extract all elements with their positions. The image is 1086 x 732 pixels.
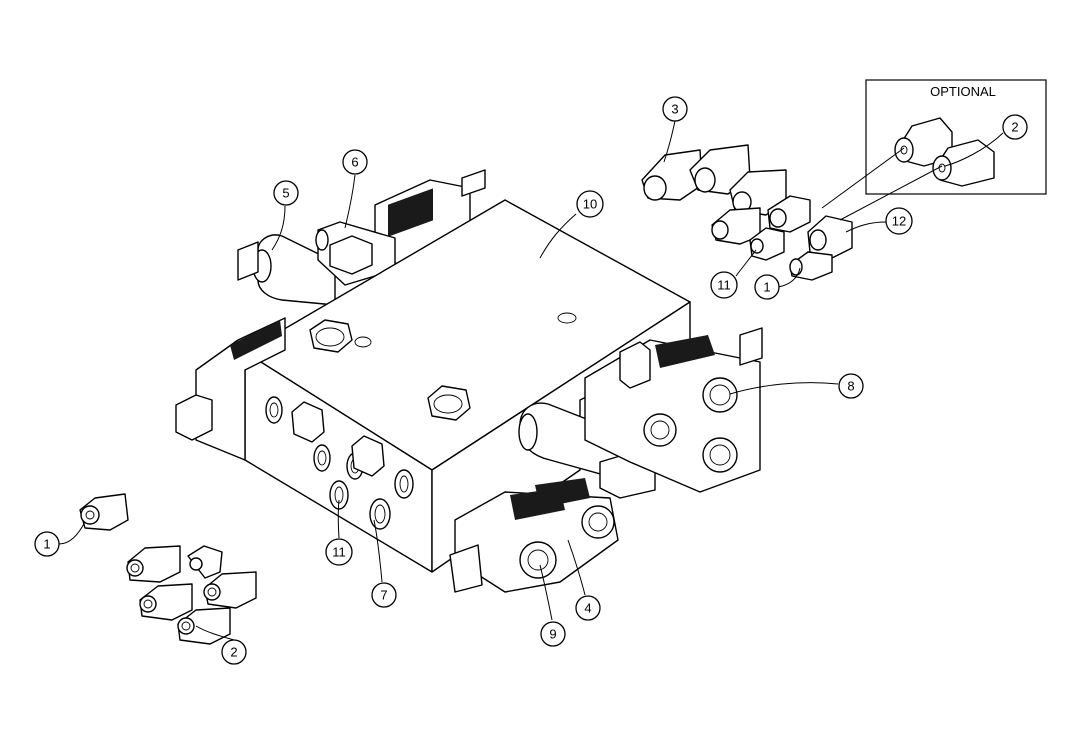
callout-11-upper: 11 xyxy=(710,271,738,299)
item-5-cartridge xyxy=(237,234,336,306)
callout-11-lower-label: 11 xyxy=(332,545,346,560)
fitting-item-1-upper xyxy=(789,251,833,281)
callout-3: 3 xyxy=(662,96,688,122)
fitting-item-1-lower xyxy=(79,493,129,531)
callout-8-label: 8 xyxy=(847,379,854,394)
callout-1-upper-label: 1 xyxy=(763,280,770,295)
optional-box: OPTIONAL xyxy=(865,79,1047,195)
callout-2-optional-label: 2 xyxy=(1011,120,1018,135)
callout-5: 5 xyxy=(273,180,299,206)
callout-9: 9 xyxy=(540,621,566,647)
callout-8: 8 xyxy=(838,373,864,399)
callout-3-label: 3 xyxy=(671,102,678,117)
callout-2-optional: 2 xyxy=(1002,114,1028,140)
callout-6-label: 6 xyxy=(351,155,358,170)
optional-label: OPTIONAL xyxy=(930,84,996,99)
callout-12: 12 xyxy=(885,207,913,235)
fitting-item-12 xyxy=(807,215,853,259)
callout-6: 6 xyxy=(342,149,368,175)
solenoid-left xyxy=(175,317,286,461)
callout-10-label: 10 xyxy=(583,197,597,212)
top-hex-plug-1 xyxy=(309,319,353,353)
callout-7: 7 xyxy=(371,582,397,608)
callout-1-lower-label: 1 xyxy=(43,537,50,552)
callout-4-label: 4 xyxy=(584,601,591,616)
callout-7-label: 7 xyxy=(380,588,387,603)
callout-5-label: 5 xyxy=(282,186,289,201)
top-hex-plug-2 xyxy=(427,385,471,421)
leader-lines xyxy=(58,120,1004,641)
fittings-item-3-set xyxy=(641,144,811,261)
callout-11-lower: 11 xyxy=(325,538,353,566)
callout-9-label: 9 xyxy=(549,627,556,642)
solenoid-group-right xyxy=(584,327,763,493)
callout-11-upper-label: 11 xyxy=(717,278,731,293)
callout-2-lower: 2 xyxy=(221,639,247,665)
callout-1-lower: 1 xyxy=(34,531,60,557)
callout-4: 4 xyxy=(575,595,601,621)
callout-10: 10 xyxy=(576,190,604,218)
solenoid-front xyxy=(449,478,619,593)
callout-2-lower-label: 2 xyxy=(230,645,237,660)
callout-1-upper: 1 xyxy=(754,274,780,300)
fittings-item-2-lower-set xyxy=(126,545,257,645)
callout-12-label: 12 xyxy=(892,214,906,229)
